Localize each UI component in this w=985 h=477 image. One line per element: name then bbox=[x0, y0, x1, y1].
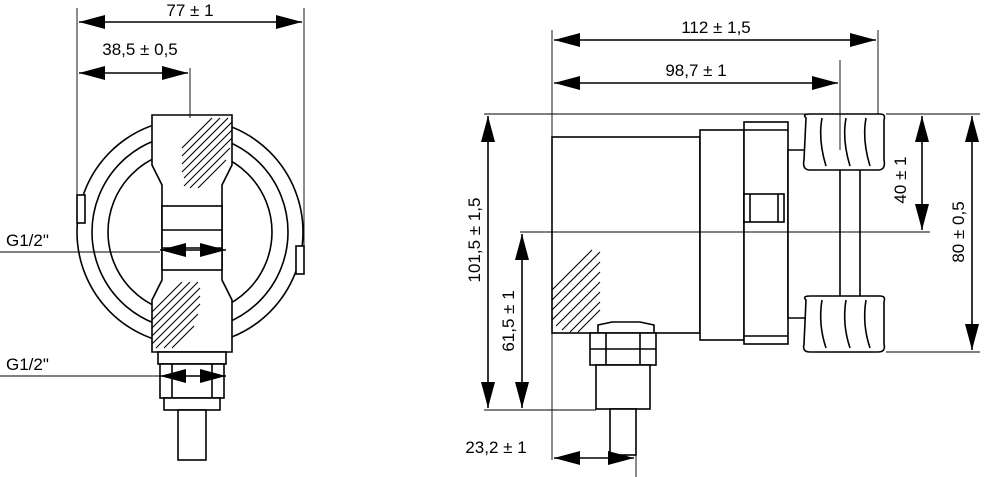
front-view: 77 ± 1 38,5 ± 0,5 G1/2" G1/2" bbox=[0, 1, 305, 461]
gland-cable bbox=[609, 408, 637, 456]
dim-right-outer: 80 ± 0,5 bbox=[949, 201, 968, 262]
lower-hatch bbox=[151, 281, 201, 349]
dim-bottom-offset: 23,2 ± 1 bbox=[465, 438, 526, 457]
motor-housing bbox=[551, 136, 701, 334]
dim-top-length-total: 112 ± 1,5 bbox=[681, 18, 751, 37]
lower-union bbox=[802, 295, 886, 353]
bottom-stem bbox=[177, 409, 207, 461]
dim-top-length-partial: 98,7 ± 1 bbox=[665, 61, 726, 80]
gland-body bbox=[595, 364, 651, 410]
cable-gland bbox=[597, 321, 655, 334]
dim-height-total: 101,5 ± 1,5 bbox=[465, 198, 484, 283]
bottom-collar bbox=[163, 397, 221, 411]
side-view: 112 ± 1,5 98,7 ± 1 101,5 ± 1,5 61,5 ± 1 … bbox=[465, 18, 980, 477]
thread-label-upper: G1/2" bbox=[6, 231, 49, 250]
pipe-body bbox=[787, 149, 861, 319]
housing-hatch bbox=[551, 249, 601, 333]
middle-nut bbox=[161, 205, 223, 271]
dim-left-width-half: 38,5 ± 0,5 bbox=[102, 40, 178, 59]
flange-ring bbox=[743, 121, 789, 345]
dim-right-inner: 40 ± 1 bbox=[891, 156, 910, 203]
bottom-hex bbox=[159, 363, 225, 399]
upper-hatch bbox=[181, 117, 233, 189]
thread-label-lower: G1/2" bbox=[6, 355, 49, 374]
side-tab-right bbox=[295, 245, 305, 275]
dim-left-width-total: 77 ± 1 bbox=[166, 1, 213, 20]
side-tab-left bbox=[76, 194, 86, 224]
flange bbox=[699, 129, 745, 341]
upper-union bbox=[802, 113, 886, 171]
dim-height-partial: 61,5 ± 1 bbox=[499, 290, 518, 351]
bottom-nut bbox=[157, 351, 227, 365]
